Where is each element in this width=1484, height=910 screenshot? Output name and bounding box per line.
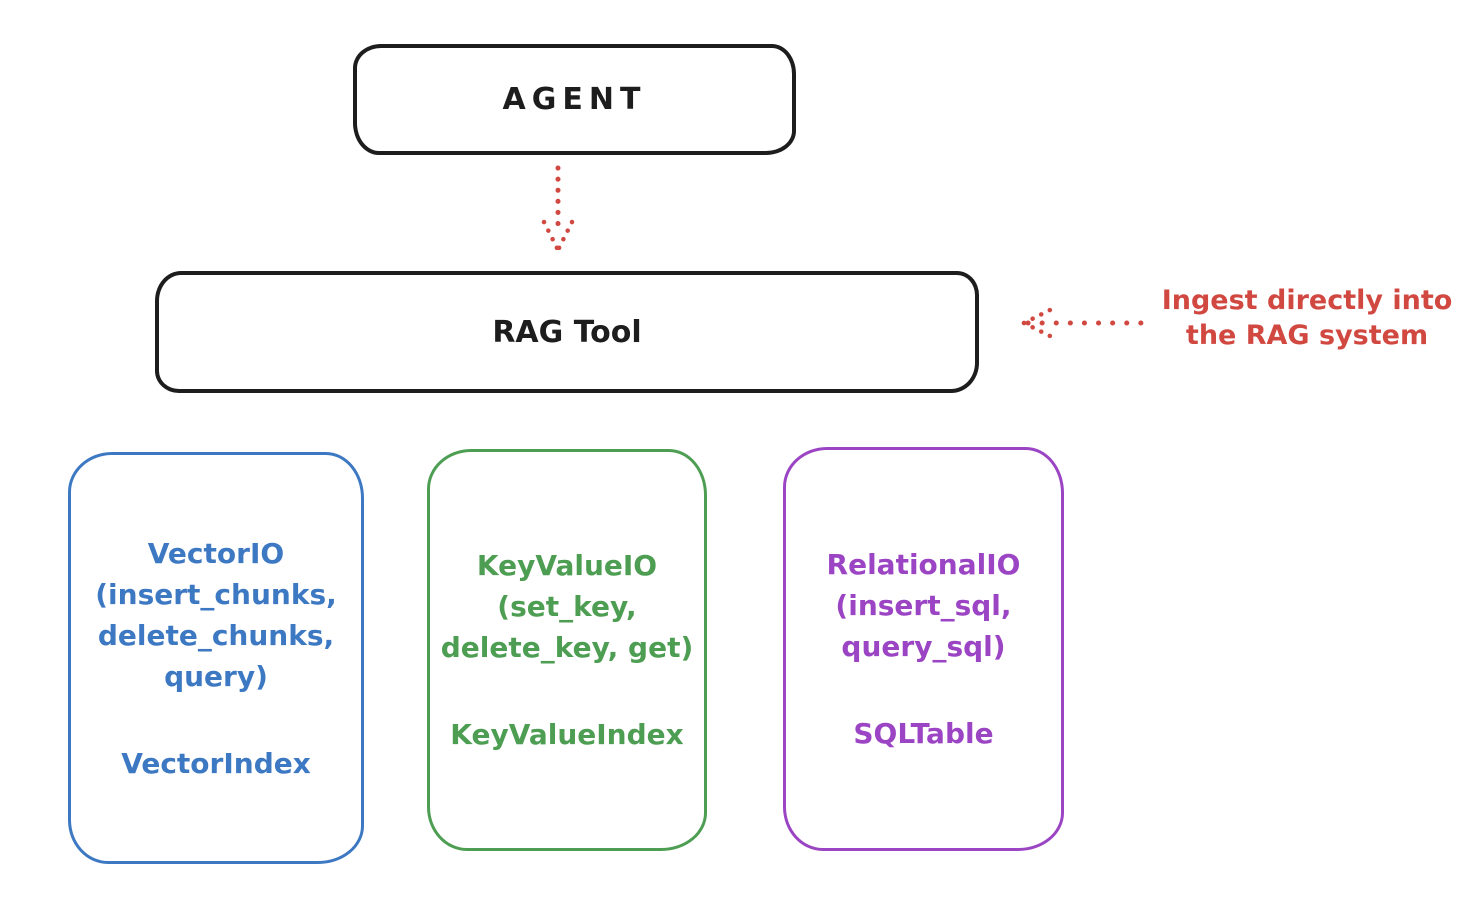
ingest-annotation: Ingest directly into the RAG system [1161, 285, 1453, 351]
key-value-io-label: KeyValueIO (set_key, delete_key, get) [440, 549, 694, 664]
card-vector-io: VectorIO (insert_chunks, delete_chunks, … [68, 452, 364, 864]
arrowhead-left [541, 219, 561, 253]
arrowhead-bottom [1021, 320, 1057, 341]
agent-label: AGENT [502, 82, 647, 117]
card-relational-io: RelationalIO (insert_sql, query_sql) SQL… [783, 447, 1064, 851]
sql-table-label: SQLTable [853, 717, 994, 750]
ingest-arrow-icon [1021, 305, 1147, 341]
key-value-index-label: KeyValueIndex [450, 718, 684, 751]
arrowhead-right [555, 219, 575, 253]
rag-tool-box: RAG Tool [155, 271, 979, 393]
rag-tool-label: RAG Tool [492, 314, 642, 350]
arrowhead-top [1021, 305, 1057, 326]
card-key-value-io: KeyValueIO (set_key, delete_key, get) Ke… [427, 449, 707, 851]
agent-to-rag-arrow-icon [541, 165, 575, 253]
agent-box: AGENT [353, 44, 796, 155]
vector-io-label: VectorIO (insert_chunks, delete_chunks, … [95, 536, 337, 693]
relational-io-label: RelationalIO (insert_sql, query_sql) [826, 548, 1021, 663]
vector-index-label: VectorIndex [121, 746, 311, 780]
